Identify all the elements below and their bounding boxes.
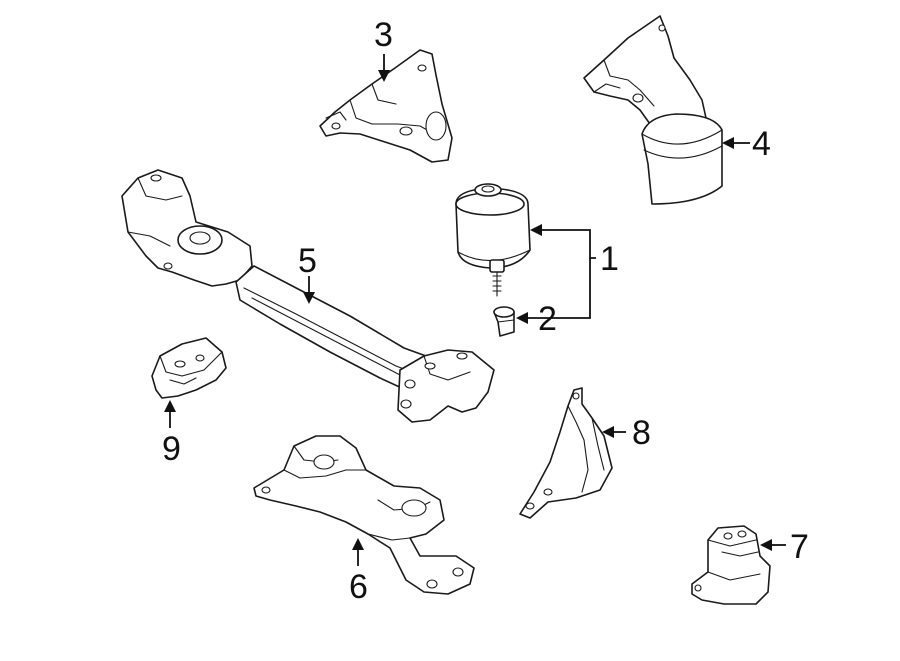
- callout-6: 6: [349, 568, 368, 606]
- part-6-transmission-support: [253, 435, 475, 595]
- part-3-engine-bracket: [319, 49, 453, 163]
- part-7-transmission-mount: [691, 525, 771, 605]
- callout-1: 1: [600, 240, 619, 278]
- callout-7: 7: [790, 528, 809, 566]
- part-8-side-bracket: [519, 387, 613, 519]
- callout-9: 9: [162, 430, 181, 468]
- callout-3: 3: [374, 16, 393, 54]
- leader-lines: [164, 54, 786, 566]
- callout-4: 4: [752, 125, 771, 163]
- part-5-crossmember: [121, 169, 495, 423]
- callout-2: 2: [538, 300, 557, 338]
- callout-5: 5: [298, 242, 317, 280]
- part-1-hydro-mount: [455, 183, 531, 297]
- part-2-nut: [493, 306, 515, 337]
- part-9-small-bracket: [151, 337, 227, 399]
- callout-8: 8: [632, 414, 651, 452]
- part-4-engine-mount: [583, 15, 723, 205]
- callout-labels: 3 4 1 2 5 9 6 8 7: [162, 16, 809, 606]
